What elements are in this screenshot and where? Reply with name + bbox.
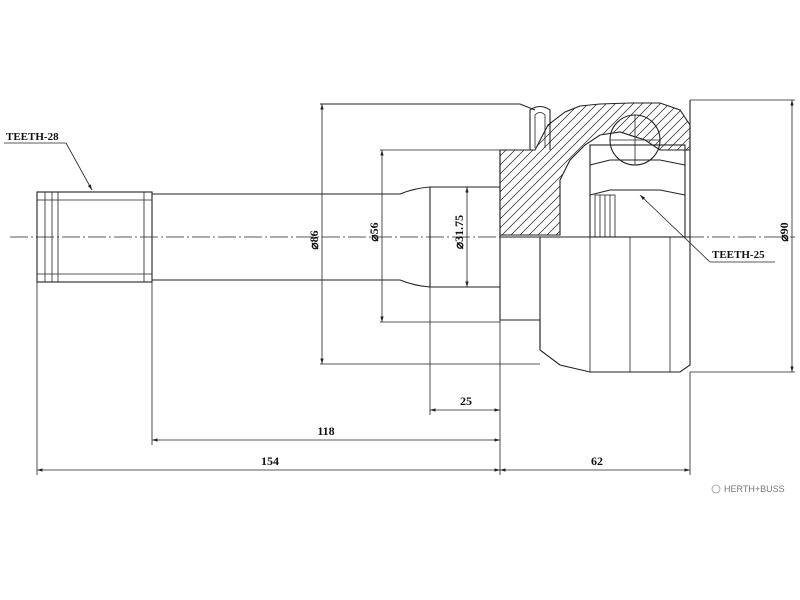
dim-label-len-25: 25 — [460, 394, 472, 408]
dimension-len-118: 118 — [152, 424, 500, 442]
dim-label-len-154: 154 — [261, 454, 279, 468]
dim-label-dia-31-75: ⌀31.75 — [452, 215, 466, 249]
dimension-dia-86: ⌀86 — [307, 104, 324, 364]
brand-name: HERTH+BUSS — [724, 484, 785, 494]
callout-teeth-25: TEETH-25 — [639, 194, 775, 263]
dim-label-dia-56: ⌀56 — [367, 222, 381, 241]
spline-stub-end — [36, 191, 153, 283]
dimension-dia-56: ⌀56 — [367, 150, 384, 322]
dim-label-dia-90: ⌀90 — [777, 222, 791, 241]
brand-logo-icon — [711, 484, 721, 494]
extension-lines — [36, 99, 795, 475]
dim-label-len-62: 62 — [591, 454, 603, 468]
dim-label-len-118: 118 — [317, 424, 334, 438]
dim-label-dia-86: ⌀86 — [307, 230, 321, 249]
teeth-28-label: TEETH-28 — [6, 131, 59, 143]
inner-race — [589, 114, 686, 238]
callout-teeth-28: TEETH-28 — [4, 131, 93, 191]
teeth-25-label: TEETH-25 — [712, 249, 765, 261]
dimension-len-62: 62 — [500, 454, 690, 472]
dimension-dia-90: ⌀90 — [777, 100, 794, 372]
dimension-len-25: 25 — [430, 394, 500, 412]
dimension-len-154: 154 — [37, 454, 500, 472]
housing-section — [499, 102, 691, 236]
dimension-dia-31-75: ⌀31.75 — [452, 187, 469, 287]
shaft-body — [152, 150, 501, 320]
boot-clamp — [320, 103, 551, 150]
brand-watermark: HERTH+BUSS — [711, 484, 785, 494]
